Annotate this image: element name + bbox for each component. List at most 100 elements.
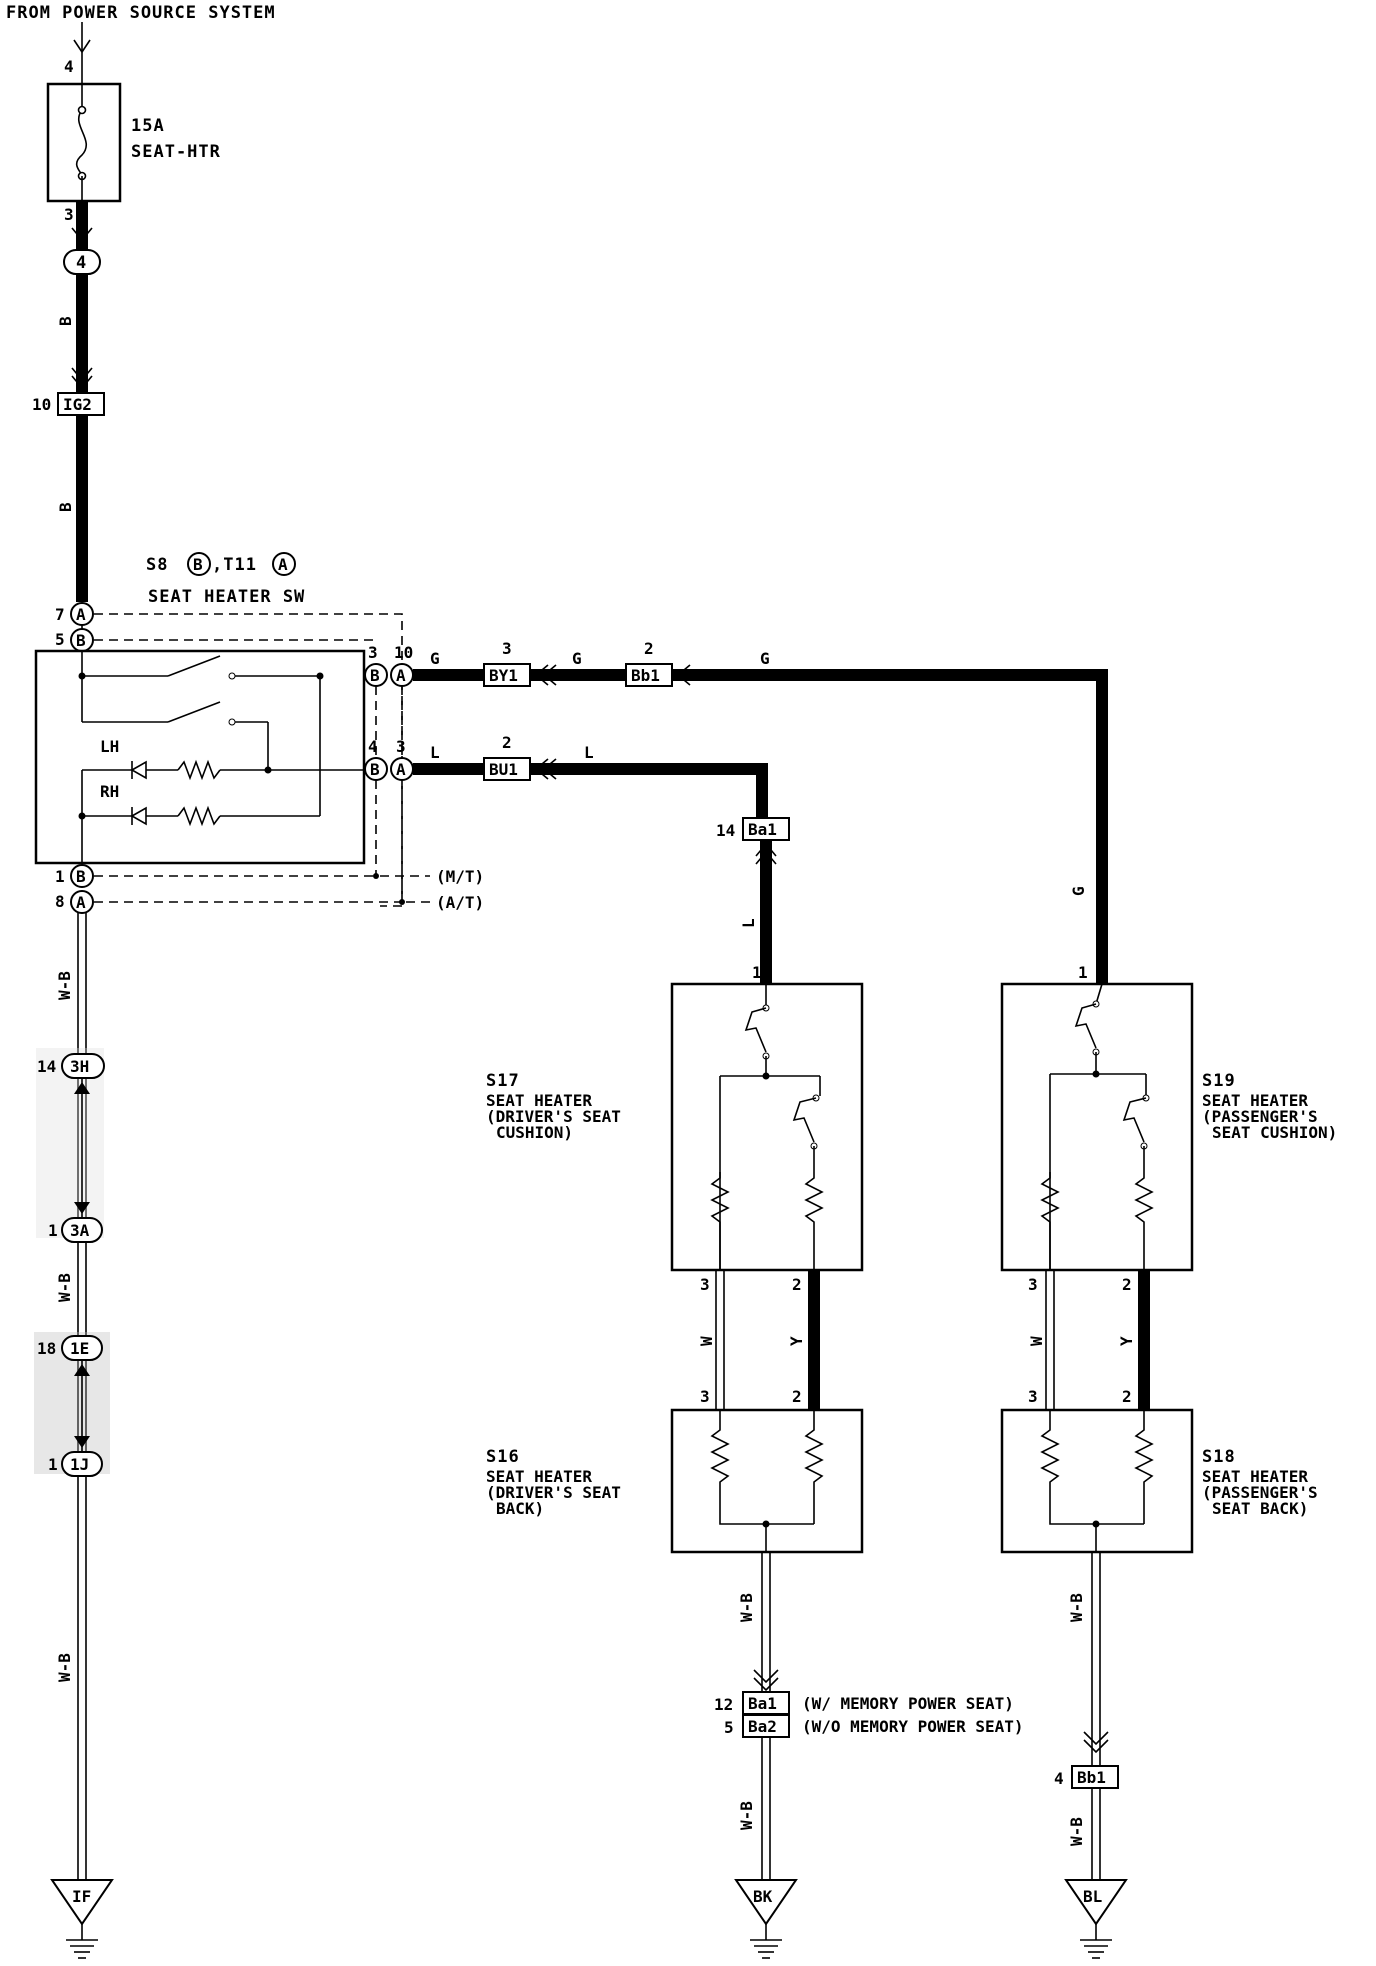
fuse-pin-top: 4 xyxy=(64,57,74,76)
svg-text:IF: IF xyxy=(72,1887,91,1906)
svg-text:IG2: IG2 xyxy=(63,395,92,414)
ground-bk: BK xyxy=(734,1879,798,1959)
svg-text:12: 12 xyxy=(714,1695,733,1714)
svg-text:B: B xyxy=(370,666,380,685)
connector-bb1-top: 2 Bb1 xyxy=(625,639,673,687)
s17-id: S17 xyxy=(486,1071,520,1091)
svg-text:2: 2 xyxy=(792,1275,802,1294)
junction-4: 4 xyxy=(63,249,101,275)
wire-color-wb-main1: W-B xyxy=(55,971,74,1000)
svg-text:SEAT HEATER: SEAT HEATER xyxy=(1202,1091,1308,1110)
svg-text:(DRIVER'S SEAT: (DRIVER'S SEAT xyxy=(486,1483,621,1502)
svg-text:3: 3 xyxy=(368,643,378,662)
fuse-pin-bottom: 3 xyxy=(64,205,74,224)
svg-text:1E: 1E xyxy=(70,1339,89,1358)
svg-text:Bb1: Bb1 xyxy=(1077,1768,1106,1787)
svg-text:B: B xyxy=(76,631,86,650)
s19-seat-heater xyxy=(1000,982,1194,1272)
s17-seat-heater xyxy=(670,982,864,1272)
s19-id: S19 xyxy=(1202,1071,1236,1091)
svg-text:3: 3 xyxy=(502,639,512,658)
connector-ba1-bottom: 12 Ba1 (W/ MEMORY POWER SEAT) xyxy=(714,1691,1014,1715)
svg-text:5: 5 xyxy=(724,1718,734,1737)
svg-text:(PASSENGER'S: (PASSENGER'S xyxy=(1202,1483,1318,1502)
svg-text:BK: BK xyxy=(753,1887,773,1906)
connector-ba2-bottom: 5 Ba2 (W/O MEMORY POWER SEAT) xyxy=(724,1714,1024,1738)
svg-text:3: 3 xyxy=(700,1387,710,1406)
wire-color-w-pas: W xyxy=(1027,1336,1046,1346)
wire-color-l-vert: L xyxy=(739,918,758,928)
switch-name: SEAT HEATER SW xyxy=(148,587,305,607)
power-input-arrow xyxy=(73,22,91,88)
wire-color-w-drv: W xyxy=(697,1336,716,1346)
svg-text:4: 4 xyxy=(368,737,378,756)
svg-text:10: 10 xyxy=(394,643,413,662)
wire-color-b1: B xyxy=(56,316,75,326)
wire-color-wb-pas2: W-B xyxy=(1067,1817,1086,1846)
connector-bb1-bottom: 4 Bb1 xyxy=(1054,1765,1119,1789)
svg-text:1: 1 xyxy=(1078,963,1088,982)
svg-text:SEAT HEATER: SEAT HEATER xyxy=(486,1467,592,1486)
svg-text:18: 18 xyxy=(37,1339,56,1358)
connector-ba1-top: 14 Ba1 xyxy=(716,817,790,841)
s18-seat-heater xyxy=(1000,1408,1194,1554)
wire-color-wb-drv: W-B xyxy=(737,1593,756,1622)
junction-1j: 1 1J xyxy=(48,1451,103,1477)
svg-text:2: 2 xyxy=(1122,1387,1132,1406)
rh-label: RH xyxy=(100,782,119,801)
wire-color-wb-pas: W-B xyxy=(1067,1593,1086,1622)
svg-text:Bb1: Bb1 xyxy=(631,666,660,685)
s16-id: S16 xyxy=(486,1447,520,1467)
svg-text:3A: 3A xyxy=(70,1221,90,1240)
junction-3h: 14 3H xyxy=(37,1053,105,1079)
svg-text:SEAT HEATER: SEAT HEATER xyxy=(486,1091,592,1110)
svg-text:(W/O MEMORY POWER SEAT): (W/O MEMORY POWER SEAT) xyxy=(802,1717,1024,1736)
s16-seat-heater xyxy=(670,1408,864,1554)
switch-title-a: A xyxy=(278,555,288,574)
svg-text:A: A xyxy=(76,893,86,912)
svg-text:1: 1 xyxy=(55,867,65,886)
wire-color-b2: B xyxy=(56,502,75,512)
junction-3a: 1 3A xyxy=(48,1217,103,1243)
svg-text:BL: BL xyxy=(1083,1887,1102,1906)
svg-text:3: 3 xyxy=(700,1275,710,1294)
svg-text:(DRIVER'S SEAT: (DRIVER'S SEAT xyxy=(486,1107,621,1126)
svg-text:1J: 1J xyxy=(70,1455,89,1474)
svg-text:5: 5 xyxy=(55,630,65,649)
wire-color-g2: G xyxy=(572,649,582,668)
junction-1e: 18 1E xyxy=(37,1335,103,1361)
svg-text:SEAT HEATER: SEAT HEATER xyxy=(1202,1467,1308,1486)
wire-color-y-pas: Y xyxy=(1117,1336,1136,1346)
switch-title-sep: ,T11 xyxy=(212,555,257,575)
switch-title-b: B xyxy=(193,555,203,574)
wire-color-g-vert: G xyxy=(1069,886,1088,896)
wire-color-g3: G xyxy=(760,649,770,668)
svg-text:4: 4 xyxy=(1054,1769,1064,1788)
fuse-15a xyxy=(46,82,122,203)
svg-text:Ba2: Ba2 xyxy=(748,1717,777,1736)
svg-text:10: 10 xyxy=(32,395,51,414)
switch-title-s8: S8 xyxy=(146,555,168,575)
svg-text:A: A xyxy=(76,605,86,624)
svg-text:A: A xyxy=(396,666,406,685)
svg-text:14: 14 xyxy=(37,1057,56,1076)
svg-text:2: 2 xyxy=(1122,1275,1132,1294)
svg-text:(PASSENGER'S: (PASSENGER'S xyxy=(1202,1107,1318,1126)
svg-text:A: A xyxy=(396,760,406,779)
fuse-amp: 15A xyxy=(131,116,165,136)
connector-bu1: 2 BU1 xyxy=(483,733,531,781)
power-source-label: FROM POWER SOURCE SYSTEM xyxy=(6,3,276,23)
svg-text:BY1: BY1 xyxy=(489,666,518,685)
wire-color-y-drv: Y xyxy=(787,1336,806,1346)
svg-text:2: 2 xyxy=(644,639,654,658)
svg-text:3H: 3H xyxy=(70,1057,89,1076)
svg-text:B: B xyxy=(76,867,86,886)
svg-text:1: 1 xyxy=(48,1221,58,1240)
svg-text:14: 14 xyxy=(716,821,735,840)
svg-text:B: B xyxy=(370,760,380,779)
wire-color-l2: L xyxy=(584,743,594,762)
svg-text:8: 8 xyxy=(55,892,65,911)
svg-text:Ba1: Ba1 xyxy=(748,1694,777,1713)
wire-color-wb-drv2: W-B xyxy=(737,1801,756,1830)
